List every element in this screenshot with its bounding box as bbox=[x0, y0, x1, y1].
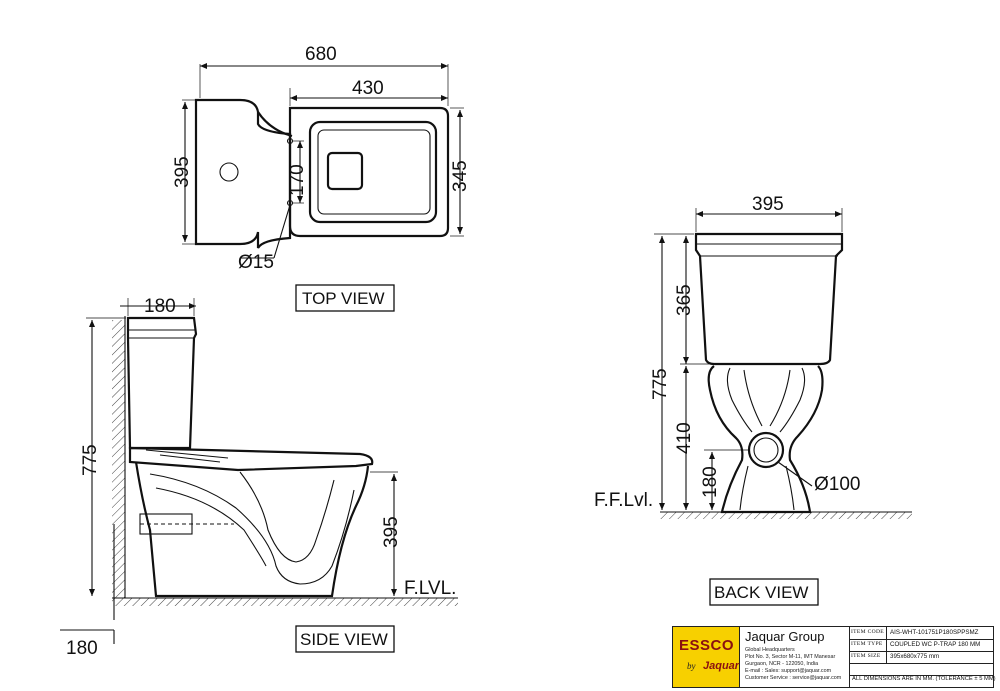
item-value: AIS-WHT-101751P180SPPSMZ bbox=[890, 629, 979, 636]
item-value: 395x680x775 mm bbox=[890, 653, 940, 660]
dimensions-note: ALL DIMENSIONS ARE IN MM. (TOLERANCE ± 5… bbox=[852, 676, 996, 682]
back-floor-label: F.F.Lvl. bbox=[594, 490, 653, 511]
dim-hole-spacing: 170 bbox=[287, 164, 308, 196]
address-line: Plot No. 3, Sector M-11, IMT Manesar bbox=[745, 654, 836, 660]
item-details: ITEM CODE AIS-WHT-101751P180SPPSMZ ITEM … bbox=[850, 627, 993, 687]
dim-overall-length: 680 bbox=[305, 44, 337, 65]
top-view-label: TOP VIEW bbox=[302, 289, 385, 308]
back-view: 395 775 365 410 180 Ø100 F.F.Lvl. BACK V… bbox=[594, 194, 912, 606]
side-view-label: SIDE VIEW bbox=[300, 630, 388, 649]
dim-back-outlet-height: 180 bbox=[700, 466, 721, 498]
brand-name: ESSCO bbox=[679, 637, 735, 654]
item-key: ITEM TYPE bbox=[851, 641, 883, 647]
item-key: ITEM SIZE bbox=[851, 653, 881, 659]
back-view-label: BACK VIEW bbox=[714, 583, 808, 602]
dim-side-tank-depth: 180 bbox=[144, 296, 176, 317]
title-block: ESSCO by Jaquar Jaquar Group Global Head… bbox=[672, 626, 996, 688]
side-floor-label: F.LVL. bbox=[404, 578, 456, 599]
dim-hole-diameter: Ø15 bbox=[238, 252, 274, 273]
dim-side-total-height: 775 bbox=[80, 444, 101, 476]
address-line: Gurgaon, NCR - 122050, India bbox=[745, 661, 819, 667]
dim-seat-length: 430 bbox=[352, 78, 384, 99]
item-key: ITEM CODE bbox=[851, 629, 884, 635]
brand-logo: ESSCO by Jaquar bbox=[673, 627, 740, 687]
top-view: 680 430 395 170 345 Ø15 TOP VIEW bbox=[172, 44, 471, 312]
brand-by: by bbox=[687, 661, 696, 671]
item-value: COUPLED WC P-TRAP 180 MM bbox=[890, 641, 981, 648]
address-line: E-mail : Sales: support@jaquar.com bbox=[745, 668, 832, 674]
sub-brand-name: Jaquar bbox=[703, 660, 740, 672]
dim-tank-depth-top: 395 bbox=[172, 156, 193, 188]
dim-seat-width: 345 bbox=[450, 160, 471, 192]
address-line: Customer Service : service@jaquar.com bbox=[745, 675, 842, 681]
item-row: ITEM CODE AIS-WHT-101751P180SPPSMZ bbox=[850, 627, 993, 640]
dim-back-tank-height: 365 bbox=[674, 284, 695, 316]
dim-back-outlet-diameter: Ø100 bbox=[814, 474, 860, 495]
dim-back-total-height: 775 bbox=[650, 368, 671, 400]
dim-side-outlet-height: 395 bbox=[381, 516, 402, 548]
company-name: Jaquar Group bbox=[745, 629, 825, 644]
dim-back-bowl-height: 410 bbox=[674, 422, 695, 454]
company-address: Jaquar Group Global Headquarters Plot No… bbox=[743, 627, 850, 687]
dim-back-tank-width: 395 bbox=[752, 194, 784, 215]
spacer-row bbox=[850, 663, 993, 676]
item-row: ITEM TYPE COUPLED WC P-TRAP 180 MM bbox=[850, 639, 993, 652]
dim-side-outlet-wall: 180 bbox=[66, 638, 98, 659]
address-line: Global Headquarters bbox=[745, 647, 795, 653]
side-view: 180 775 180 395 F.LVL. SIDE VIEW bbox=[60, 296, 458, 659]
item-row: ITEM SIZE 395x680x775 mm bbox=[850, 651, 993, 664]
